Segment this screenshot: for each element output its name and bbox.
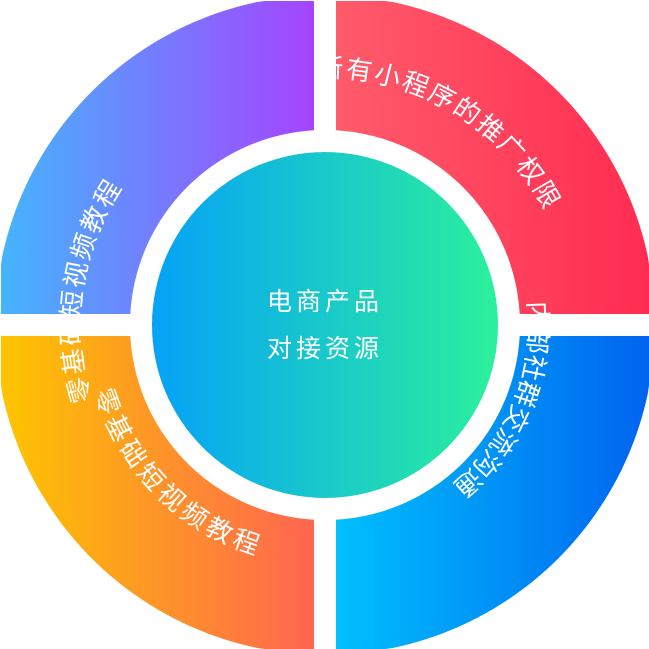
center-title-line-1: 电商产品 [267, 287, 383, 316]
segment-bottom-right [336, 336, 649, 649]
segment-bottom-left [1, 336, 314, 649]
segment-top-left [1, 1, 314, 314]
center-title-line-2: 对接资源 [267, 334, 383, 363]
segment-top-right [336, 1, 649, 314]
center-circle [152, 152, 498, 498]
